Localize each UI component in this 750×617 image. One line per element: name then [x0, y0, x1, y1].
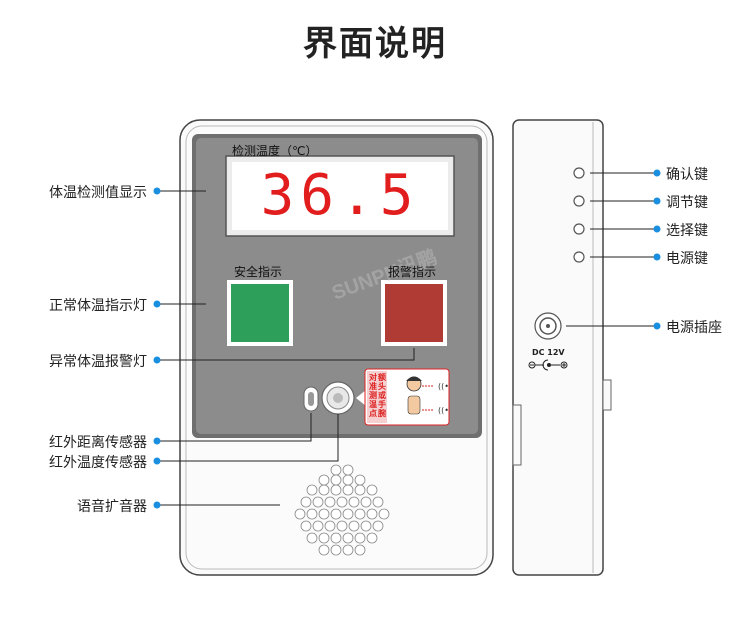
temperature-display-screen [232, 162, 448, 230]
confirm-key [573, 167, 585, 179]
label-ir-temp-sensor: 红外温度传感器 [49, 455, 147, 471]
label-ir-distance-sensor: 红外距离传感器 [49, 435, 147, 451]
label-adjust-key: 调节键 [666, 195, 708, 211]
sticker-text-bg [367, 371, 387, 423]
side-bracket [512, 404, 522, 466]
dc-voltage-label: DC 12V [532, 348, 565, 357]
left-pointers [157, 190, 415, 506]
ir-temperature-sensor-lens [333, 393, 343, 403]
sticker-text-col2: 额头或手腕 [378, 373, 386, 418]
safe-indicator-label: 安全指示 [234, 265, 283, 279]
label-power-socket: 电源插座 [666, 320, 722, 336]
wave-icon-wrist: ((• [438, 406, 449, 415]
label-normal-indicator: 正常体温指示灯 [49, 298, 147, 314]
side-clip [602, 379, 612, 411]
temperature-value: 36.5 [260, 163, 420, 228]
label-power-key: 电源键 [666, 251, 708, 267]
right-pointers [566, 172, 657, 327]
adjust-key [573, 195, 585, 207]
label-confirm-key: 确认键 [666, 167, 708, 183]
hand-icon [407, 395, 421, 415]
safe-indicator-light [231, 284, 289, 342]
label-speaker: 语音扩音器 [77, 499, 147, 515]
label-temp-display: 体温检测值显示 [49, 185, 147, 201]
alarm-indicator-label: 报警指示 [388, 265, 437, 279]
alarm-indicator-light [385, 284, 443, 342]
hair-icon [406, 376, 422, 381]
power-key [573, 251, 585, 263]
sticker-text-col1: 对准测温点 [369, 373, 377, 418]
display-label: 检测温度（℃） [232, 144, 318, 158]
dc-polarity-icon [528, 359, 568, 371]
label-select-key: 选择键 [666, 223, 708, 239]
select-key [573, 223, 585, 235]
wave-icon-head: ((• [438, 382, 449, 391]
speaker-grille [294, 464, 390, 556]
page-title: 界面说明 [303, 24, 447, 64]
right-pointer-dots [653, 169, 661, 330]
sticker-arrow [356, 390, 366, 406]
label-abnormal-indicator: 异常体温报警灯 [49, 354, 147, 370]
left-pointer-dots [153, 187, 161, 509]
ir-distance-sensor-lens [308, 392, 314, 406]
power-socket-pin [546, 324, 550, 328]
